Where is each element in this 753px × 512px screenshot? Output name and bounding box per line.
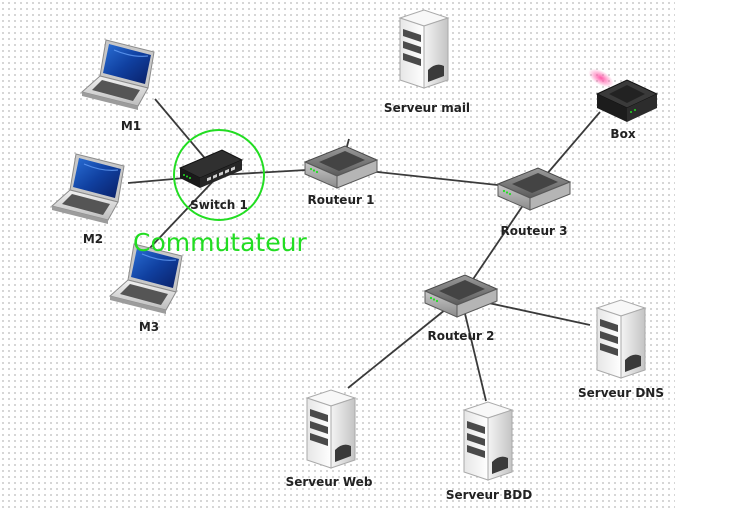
node-label: Routeur 1 [308,193,375,207]
node-label: M2 [83,232,103,246]
node-label: Routeur 2 [428,329,495,343]
laptop-icon [51,153,125,225]
node-label: Box [610,127,635,141]
laptop-icon [81,39,155,111]
node-label: Serveur Web [286,475,373,489]
switch-highlight-circle [173,129,265,221]
link-routeur2-web [347,296,462,389]
node-label: Switch 1 [190,198,248,212]
node-label: M3 [139,320,159,334]
node-switch1[interactable]: Switch 1 [179,149,248,212]
node-m3[interactable]: M3 [109,243,183,334]
node-m2[interactable]: M2 [51,153,125,246]
server-icon [399,9,449,89]
node-box[interactable]: Box [585,65,658,141]
node-label: Serveur DNS [578,386,664,400]
node-mail[interactable]: Serveur mail [384,9,470,115]
node-routeur3[interactable]: Routeur 3 [497,167,571,238]
annotation-label: Commutateur [133,228,307,257]
server-icon [306,389,356,469]
router-icon [424,274,498,318]
node-bdd[interactable]: Serveur BDD [446,401,532,502]
node-m1[interactable]: M1 [81,39,155,133]
node-label: Serveur BDD [446,488,532,502]
node-label: Routeur 3 [501,224,568,238]
server-icon [463,401,513,481]
node-dns[interactable]: Serveur DNS [578,299,664,400]
node-web[interactable]: Serveur Web [286,389,373,489]
router-icon [304,145,378,189]
signal-glow-icon [588,68,614,88]
node-routeur2[interactable]: Routeur 2 [424,274,498,343]
node-label: M1 [121,119,141,133]
link-routeur2-bdd [460,296,487,402]
node-label: Serveur mail [384,101,470,115]
router-icon [497,167,571,211]
server-icon [596,299,646,379]
network-links [127,98,601,402]
node-routeur1[interactable]: Routeur 1 [304,145,378,207]
link-m3-switch1 [147,174,220,251]
switch-icon [179,149,243,189]
